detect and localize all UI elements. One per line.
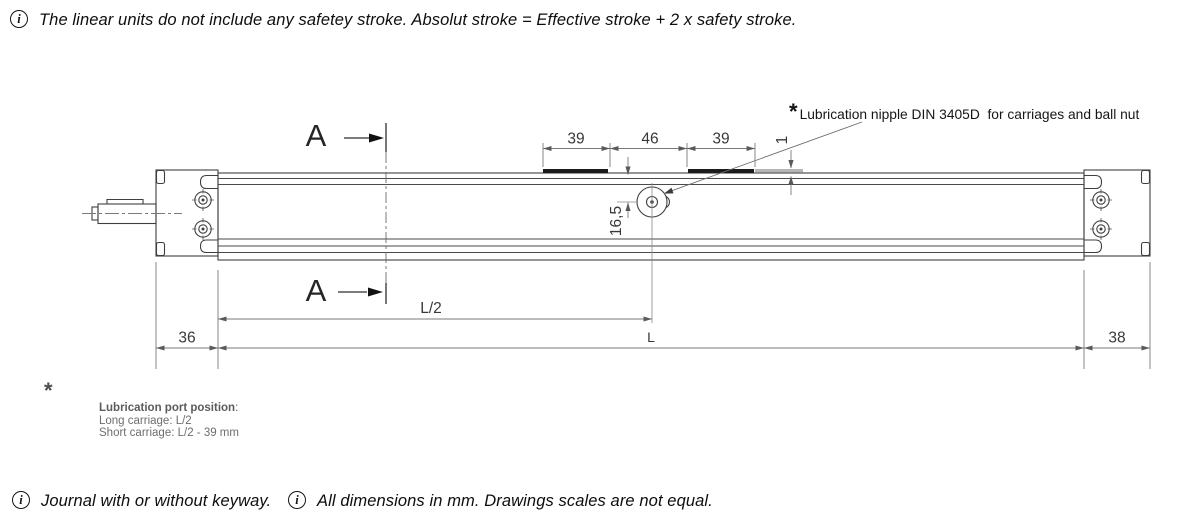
nipple-leader [663, 121, 863, 195]
info-icon: i [10, 10, 28, 28]
left-end-cap [155, 169, 219, 257]
leader-arrow [664, 187, 674, 194]
slot-end [199, 174, 218, 190]
slot-end [1084, 239, 1103, 254]
dim-36: 36 [178, 330, 195, 347]
screw-hole [192, 189, 214, 211]
port-position-short: Short carriage: L/2 - 39 mm [99, 427, 239, 440]
dim-46: 46 [641, 131, 658, 148]
dimension-labels: 39 46 39 16,5 1 L/2 36 L 38 [178, 131, 1125, 347]
extrusion-profile [199, 172, 1103, 261]
note-dimensions: i All dimensions in mm. Drawings scales … [288, 491, 713, 511]
slot-end [1084, 174, 1103, 190]
info-icon-glyph: i [17, 11, 21, 26]
note-top: i The linear units do not include any sa… [10, 10, 796, 30]
section-arrow-bottom [368, 287, 383, 297]
note-journal: i Journal with or without keyway. [12, 491, 271, 511]
info-icon-glyph: i [19, 492, 23, 507]
dimension-lines [155, 143, 1151, 369]
lubrication-nipple-text: Lubrication nipple DIN 3405D for carriag… [799, 107, 1140, 122]
section-label-top: A [306, 118, 327, 153]
dim-16-5: 16,5 [608, 206, 625, 236]
end-cap-screws [192, 189, 1112, 240]
asterisk: * [789, 99, 798, 124]
carriage-plate-right [688, 169, 754, 173]
dim-38: 38 [1108, 330, 1125, 347]
journal-shaft [91, 198, 157, 225]
note-journal-text: Journal with or without keyway. [41, 491, 272, 510]
carriage-plate-gray-extension [755, 169, 803, 173]
note-top-text: The linear units do not include any safe… [39, 10, 797, 29]
slot-end [199, 239, 218, 254]
dim-1: 1 [774, 136, 791, 145]
section-arrow-top [369, 133, 384, 143]
dim-l2: L/2 [420, 300, 442, 317]
section-line-a-a: A A [306, 118, 387, 308]
port-position-long: Long carriage: L/2 [99, 414, 192, 427]
lubrication-nipple [636, 186, 670, 218]
info-icon-glyph: i [295, 492, 299, 507]
right-end-cap [1083, 169, 1151, 257]
screw-hole [1090, 189, 1112, 211]
carriage-plate-left [543, 169, 608, 173]
dimension-arrows [156, 146, 1150, 351]
section-label-bottom: A [306, 273, 327, 308]
dim-39-right: 39 [712, 131, 729, 148]
screw-hole [1090, 218, 1112, 240]
carriage-plates [543, 169, 803, 173]
keyway [106, 198, 144, 204]
dim-l: L [647, 329, 655, 345]
note-dimensions-text: All dimensions in mm. Drawings scales ar… [317, 491, 713, 510]
asterisk: * [44, 378, 53, 403]
centerlines [82, 183, 653, 323]
lubrication-nipple-note: * Lubrication nipple DIN 3405D for carri… [789, 101, 1139, 123]
lubrication-port-position: Lubrication port position: Long carriage… [99, 402, 239, 440]
screw-hole [192, 218, 214, 240]
info-icon: i [12, 491, 30, 509]
port-position-title: Lubrication port position: [99, 402, 239, 414]
info-icon: i [288, 491, 306, 509]
dim-39-left: 39 [567, 131, 584, 148]
